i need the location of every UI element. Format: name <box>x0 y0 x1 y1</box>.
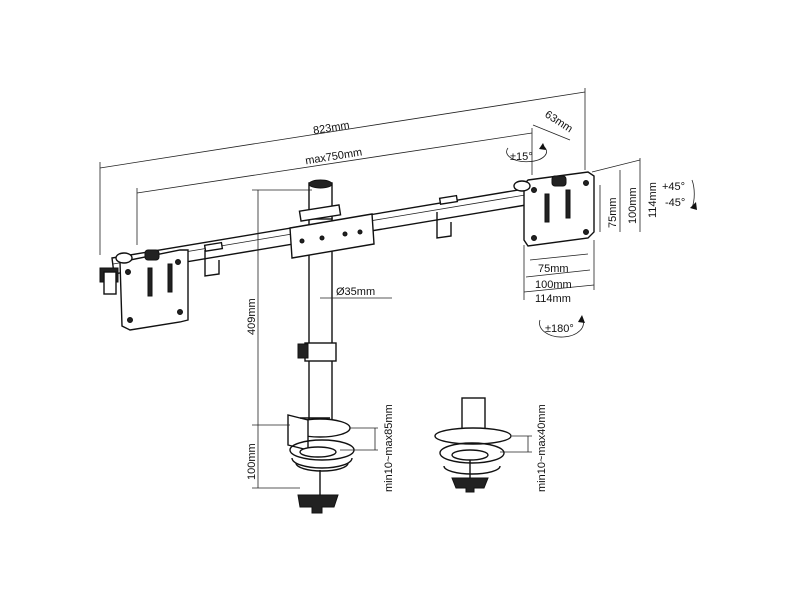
swivel-rotation: ±15° <box>506 143 547 163</box>
cable-clip <box>204 250 220 277</box>
rotate-arrow-icon <box>539 317 584 338</box>
clamp-height-label: 100mm <box>246 443 258 480</box>
total-width-dimension: 823mm <box>99 88 586 255</box>
pole-diameter-dimension: Ø35mm <box>320 286 392 299</box>
rotate-label: ±180° <box>545 323 574 335</box>
grommet-knob-icon <box>451 477 489 493</box>
arm-depth-dimension: 63mm <box>532 109 575 141</box>
vesa-75-w-label: 75mm <box>538 263 569 275</box>
cable-clip-top <box>203 241 224 253</box>
clamp-range-dimension: min10~max85mm <box>340 404 395 492</box>
vesa-100-h-label: 100mm <box>627 187 639 224</box>
total-width-label: 823mm <box>312 119 350 137</box>
cable-clip <box>436 212 452 239</box>
tilt-up-label: +45° <box>662 181 685 193</box>
tilt-arrow-icon <box>691 179 695 209</box>
clamp-knob-icon <box>297 494 339 514</box>
vesa-75-h-label: 75mm <box>607 197 619 228</box>
max-span-label: max750mm <box>304 146 363 167</box>
arm-depth-label: 63mm <box>542 109 574 136</box>
vesa-vertical-dimensions: 75mm 100mm 114mm <box>591 158 659 232</box>
rotate-rotation: ±180° <box>539 315 585 338</box>
grommet-mount <box>434 397 512 493</box>
cable-clip-top <box>438 194 459 206</box>
clamp-range-label: min10~max85mm <box>383 404 395 492</box>
left-vesa-plate <box>99 249 189 331</box>
pole-height-dimension: 409mm <box>246 189 312 425</box>
right-vesa-plate <box>513 171 595 247</box>
pole-height-label: 409mm <box>246 298 258 335</box>
vesa-horizontal-dimensions: 75mm 100mm 114mm <box>523 240 595 305</box>
swivel-label: ±15° <box>510 151 533 163</box>
grommet-range-label: min10~max40mm <box>536 404 548 492</box>
arm-collar <box>289 213 375 259</box>
grommet-range-dimension: min10~max40mm <box>500 404 548 492</box>
desk-clamp <box>287 414 355 514</box>
vesa-114-h-label: 114mm <box>647 182 659 218</box>
pole-diameter-label: Ø35mm <box>336 286 375 298</box>
tilt-rotation: +45° -45° <box>662 179 697 210</box>
tilt-down-label: -45° <box>665 197 685 209</box>
pole <box>289 179 375 434</box>
clamp-height-dimension: 100mm <box>246 424 300 489</box>
height-collar <box>304 342 337 362</box>
swivel-arrow-icon <box>506 145 547 163</box>
vesa-114-w-label: 114mm <box>535 293 571 305</box>
vesa-100-w-label: 100mm <box>535 279 572 291</box>
